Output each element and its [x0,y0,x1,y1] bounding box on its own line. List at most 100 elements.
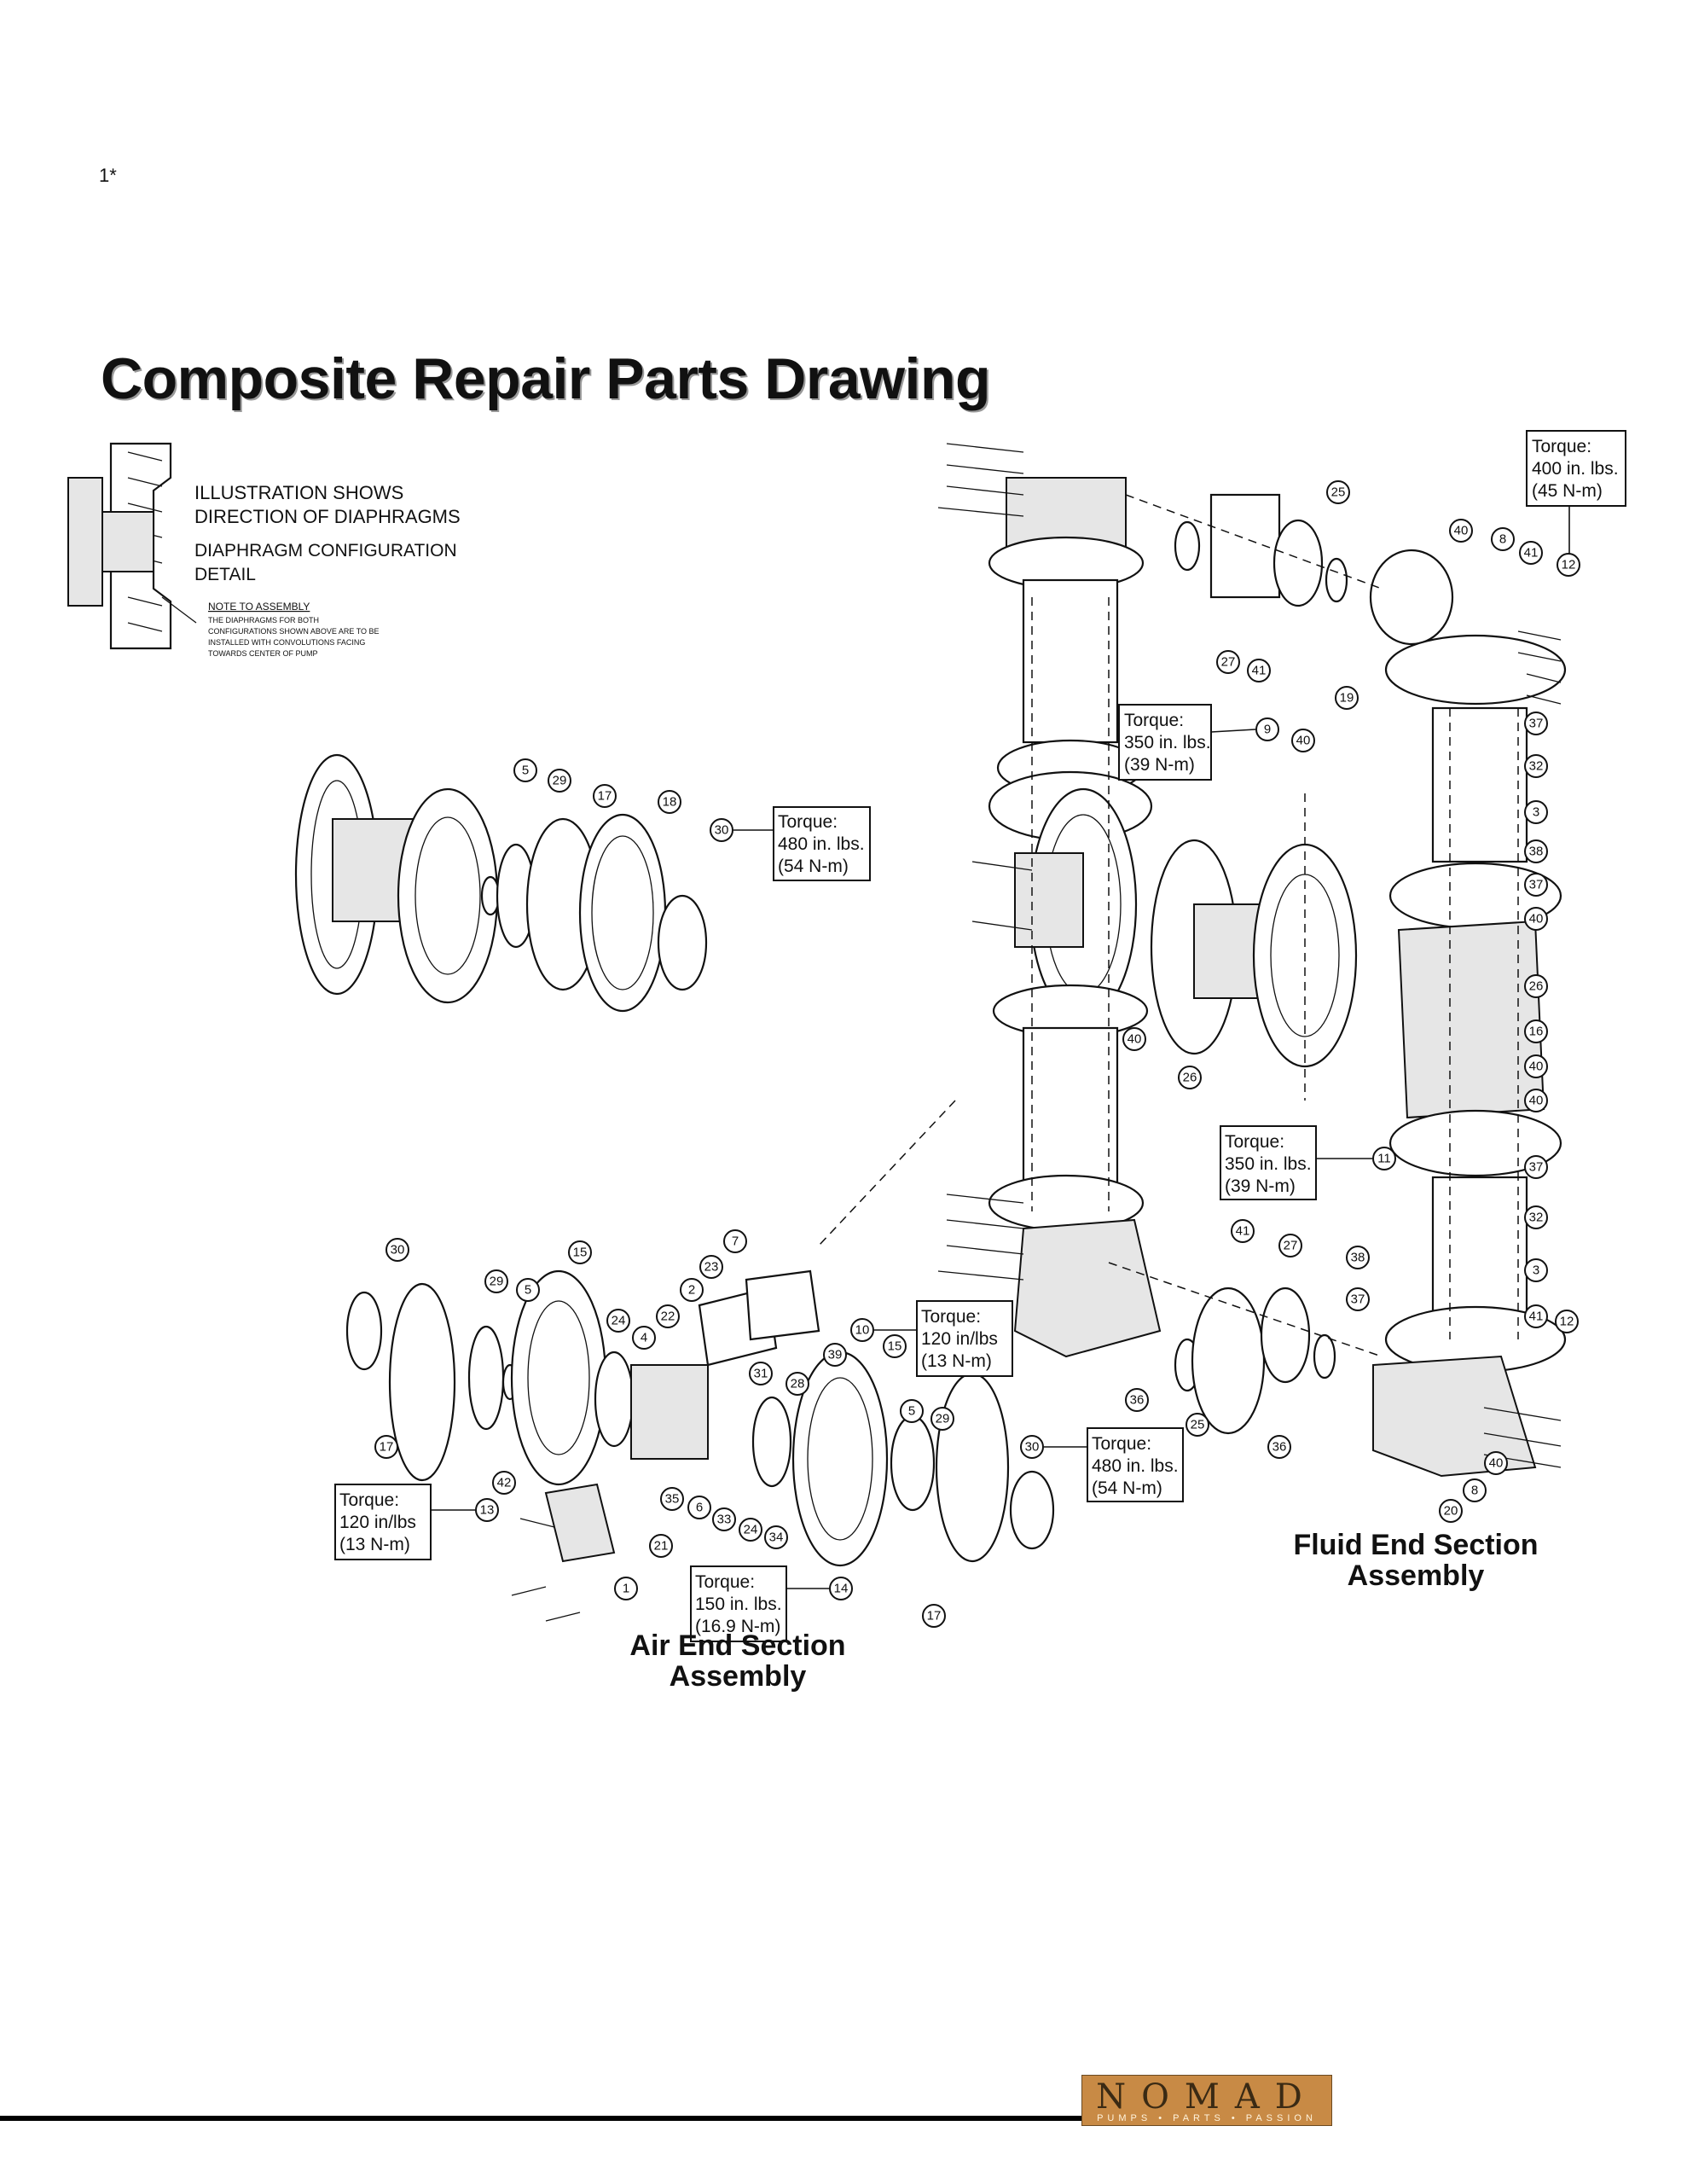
torque-350-upper-leader [1210,729,1256,733]
svg-text:5: 5 [525,1283,531,1298]
svg-text:33: 33 [717,1513,732,1527]
callout: 40 [1484,1451,1508,1475]
svg-text:36: 36 [1130,1393,1145,1408]
nomad-logo: NOMAD PUMPS • PARTS • PASSION [1081,2075,1332,2126]
callout: 40 [1524,907,1548,931]
callout: 26 [1178,1066,1202,1089]
callout: 10 [850,1318,874,1342]
callout: 20 [1439,1499,1463,1523]
svg-text:150 in. lbs.: 150 in. lbs. [695,1594,782,1614]
callout: 40 [1524,1054,1548,1078]
svg-text:30: 30 [1025,1440,1040,1455]
callout: 5 [513,758,537,782]
callout: 36 [1125,1388,1149,1412]
callout: 17 [922,1604,946,1628]
callout: 39 [823,1343,847,1367]
callout: 19 [1335,686,1359,710]
torque-box-480-lower: Torque: 480 in. lbs. (54 N-m) [1087,1427,1184,1502]
callout: 5 [516,1278,540,1302]
callout: 30 [386,1238,409,1262]
svg-text:Torque:: Torque: [921,1307,981,1327]
svg-text:(54 N-m): (54 N-m) [1092,1478,1162,1498]
svg-text:8: 8 [1471,1484,1478,1498]
bottom-flange-group [1174,1287,1336,1435]
svg-text:22: 22 [661,1310,675,1324]
callout: 40 [1524,1089,1548,1112]
diaphragm-detail-illustration [67,442,197,650]
callout: 1 [614,1577,638,1600]
callout: 25 [1186,1413,1209,1437]
torque-box-350-upper: Torque: 350 in. lbs. (39 N-m) [1118,704,1212,781]
assembly-guide-lines [818,494,1519,1357]
svg-text:41: 41 [1236,1224,1250,1239]
right-chamber-exploded [1150,839,1358,1068]
svg-text:(13 N-m): (13 N-m) [921,1351,992,1371]
callout: 26 [1524,974,1548,998]
svg-text:26: 26 [1183,1071,1197,1085]
page-marker: 1* [99,165,117,186]
svg-text:40: 40 [1529,1094,1544,1108]
svg-text:28: 28 [791,1377,805,1391]
callout: 40 [1122,1027,1146,1051]
svg-text:480 in. lbs.: 480 in. lbs. [1092,1456,1179,1476]
callout: 24 [606,1309,630,1333]
svg-text:37: 37 [1529,878,1544,892]
callout: 17 [593,784,617,808]
callout: 30 [710,818,733,842]
fluid-end-title-line-1: Fluid End Section [1293,1529,1538,1561]
callout: 4 [632,1326,656,1350]
logo-tagline: PUMPS • PARTS • PASSION [1097,2113,1317,2123]
svg-text:29: 29 [490,1275,504,1289]
assembly-note-heading: NOTE TO ASSEMBLY [208,601,310,613]
callout: 37 [1524,712,1548,735]
svg-text:(45 N-m): (45 N-m) [1532,481,1603,501]
svg-text:31: 31 [754,1367,768,1381]
svg-text:40: 40 [1296,734,1311,748]
svg-text:30: 30 [391,1243,405,1258]
callout: 38 [1346,1246,1370,1269]
logo-brand: NOMAD [1096,2077,1318,2117]
callout: 27 [1216,650,1240,674]
svg-text:30: 30 [715,823,729,838]
air-end-exploded [345,1269,1055,1622]
svg-text:Torque:: Torque: [1092,1434,1151,1454]
torque-box-150: Torque: 150 in. lbs. (16.9 N-m) [690,1565,787,1642]
svg-text:5: 5 [908,1404,915,1419]
callout: 3 [1524,1258,1548,1282]
svg-text:(54 N-m): (54 N-m) [778,857,849,876]
callout: 3 [1524,800,1548,824]
callout: 41 [1231,1219,1255,1243]
svg-text:20: 20 [1444,1504,1458,1519]
air-end-title-line-1: Air End Section [629,1629,845,1662]
svg-text:Torque:: Torque: [695,1572,755,1592]
svg-text:4: 4 [641,1331,647,1345]
svg-text:29: 29 [936,1412,950,1426]
assembly-note-line-1: THE DIAPHRAGMS FOR BOTH [208,616,319,624]
detail-line-1: ILLUSTRATION SHOWS [194,482,403,503]
callout: 18 [658,790,681,814]
svg-text:3: 3 [1533,1263,1539,1278]
fluid-chamber-exploded-group [294,753,708,1013]
callout: 30 [1020,1435,1044,1459]
svg-text:36: 36 [1272,1440,1287,1455]
svg-text:12: 12 [1560,1315,1574,1329]
callout: 16 [1524,1019,1548,1043]
callout: 12 [1555,1310,1579,1333]
svg-text:37: 37 [1351,1292,1365,1307]
svg-text:40: 40 [1529,1060,1544,1074]
svg-text:38: 38 [1529,845,1544,859]
torque-box-120-left: Torque: 120 in/lbs (13 N-m) [334,1484,432,1560]
callout: 23 [699,1255,723,1279]
svg-text:41: 41 [1252,664,1267,678]
svg-text:350 in. lbs.: 350 in. lbs. [1225,1154,1312,1174]
svg-text:13: 13 [480,1503,495,1518]
callout: 17 [374,1435,398,1459]
callout: 8 [1491,527,1515,551]
callout: 11 [1372,1147,1396,1170]
page-title: Composite Repair Parts Drawing [101,346,991,411]
svg-text:41: 41 [1529,1310,1544,1324]
svg-text:(39 N-m): (39 N-m) [1124,755,1195,775]
svg-text:(16.9 N-m): (16.9 N-m) [695,1617,780,1636]
svg-text:11: 11 [1377,1152,1391,1166]
callout: 6 [687,1496,711,1519]
